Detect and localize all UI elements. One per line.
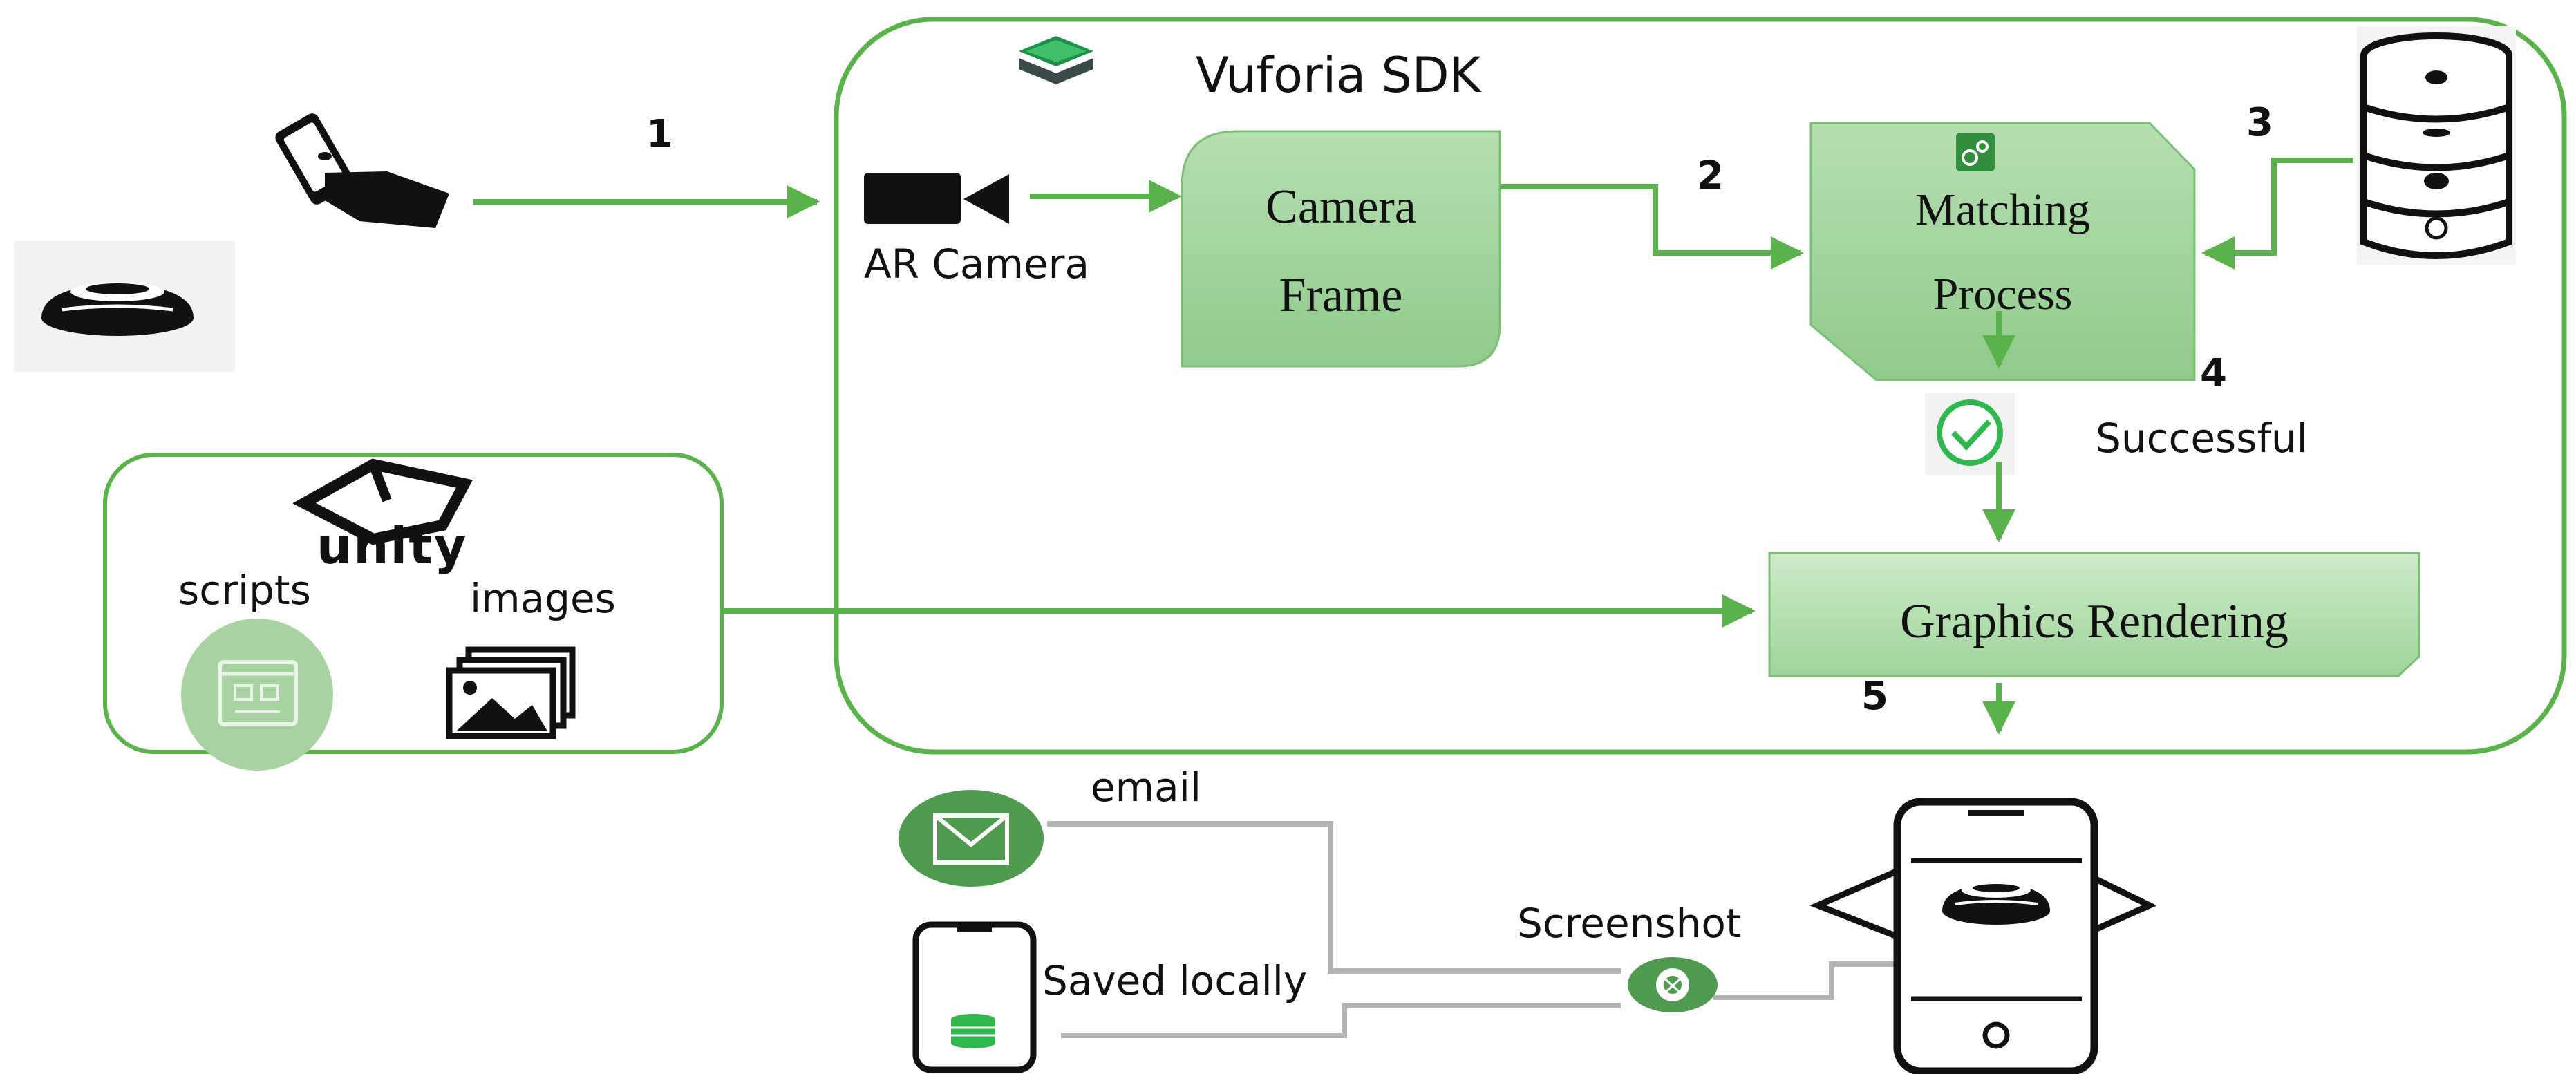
- screenshot-label: Screenshot: [1517, 900, 1742, 947]
- ar-phone-icon: [1809, 798, 2157, 1074]
- camera-frame-box: [1181, 130, 1501, 368]
- arrow-step-3: [2201, 158, 2353, 270]
- unity-logo-icon: [292, 458, 473, 545]
- successful-label: Successful: [2096, 415, 2308, 462]
- graphics-rendering-label: Graphics Rendering: [1900, 595, 2288, 648]
- step-1-label: 1: [646, 112, 673, 157]
- step-2-label: 2: [1697, 153, 1724, 198]
- phone-storage-icon: [912, 921, 1037, 1073]
- button-object-icon: [14, 241, 235, 372]
- camera-frame-line1: Camera: [1266, 180, 1416, 234]
- database-icon: [2357, 26, 2516, 265]
- matching-process-line1: Matching: [1915, 185, 2090, 235]
- matching-process-line2: Process: [1933, 269, 2073, 319]
- vuforia-sdk-label: Vuforia SDK: [1196, 47, 1481, 104]
- images-icon: [446, 646, 576, 739]
- unity-panel-container: [103, 453, 724, 754]
- script-icon: [181, 619, 333, 771]
- vuforia-logo-icon: [1019, 36, 1093, 84]
- video-camera-icon: [864, 173, 1009, 224]
- camera-frame-line2: Frame: [1279, 269, 1403, 322]
- arrow-step-2: [1500, 184, 1804, 270]
- camera-shutter-icon: [1628, 957, 1718, 1012]
- matching-gears-icon: [1956, 133, 1995, 171]
- vuforia-sdk-container: [834, 17, 2567, 755]
- saved-locally-label: Saved locally: [1042, 957, 1308, 1004]
- graphics-rendering-box: [1768, 552, 2420, 677]
- images-label: images: [470, 575, 616, 622]
- scripts-label: scripts: [178, 567, 311, 614]
- unity-logo-text: unity: [317, 517, 468, 575]
- step-5-label: 5: [1861, 674, 1888, 719]
- matching-process-box: [1809, 122, 2196, 381]
- output-connector-lines: [1047, 821, 1915, 1038]
- ar-camera-label: AR Camera: [864, 241, 1090, 288]
- email-icon: [899, 790, 1044, 887]
- hand-holding-phone-icon: [275, 113, 449, 228]
- email-label: email: [1091, 764, 1201, 811]
- step-4-label: 4: [2200, 351, 2227, 396]
- step-3-label: 3: [2246, 100, 2273, 145]
